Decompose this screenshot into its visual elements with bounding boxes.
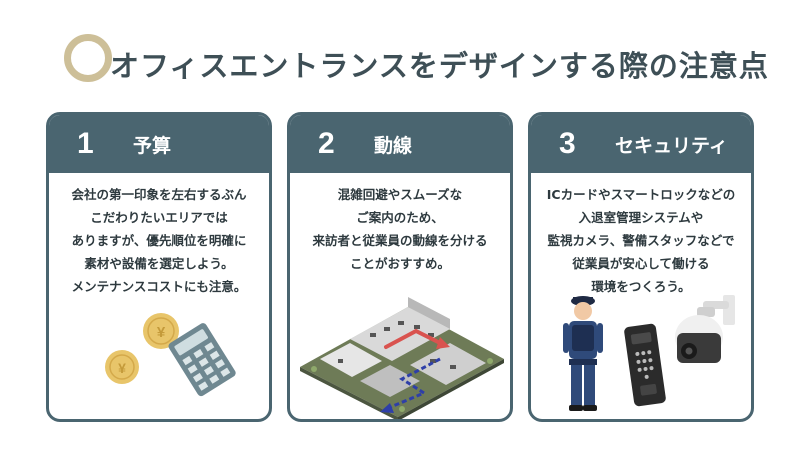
card-text-line: 混雑回避やスムーズな xyxy=(337,187,463,202)
card-text-line: ありますが、優先順位を明確に xyxy=(71,233,247,248)
card-header: 1 予算 xyxy=(49,115,269,173)
card-text-line: ことがおすすめ。 xyxy=(349,256,450,271)
card-number: 3 xyxy=(559,127,576,160)
card-text-line: 会社の第一印象を左右するぶん xyxy=(71,187,247,202)
card-text: ICカードやスマートロックなどの 入退室管理システムや 監視カメラ、警備スタッフ… xyxy=(531,173,751,298)
office-floor-plan-illustration xyxy=(300,297,504,419)
visitor-flow-arrow xyxy=(384,328,442,349)
card-flow: 2 動線 混雑回避やスムーズな ご案内のため、 来訪者と従業員の動線を分ける こ… xyxy=(287,112,513,422)
calculator-icon xyxy=(168,323,236,397)
card-security: 3 セキュリティ ICカードやスマートロックなどの 入退室管理システムや 監視カ… xyxy=(528,112,754,422)
security-guard-icon xyxy=(563,296,603,411)
page-title: オフィスエントランスをデザインする際の注意点 xyxy=(110,49,769,83)
card-text-line: 従業員が安心して働ける xyxy=(572,256,710,271)
card-text-line: 入退室管理システムや xyxy=(578,210,704,225)
card-text-line: 来訪者と従業員の動線を分ける xyxy=(312,233,488,248)
employee-flow-arrow xyxy=(385,357,441,411)
card-number: 2 xyxy=(318,127,335,160)
keypad-lock-icon xyxy=(624,323,666,407)
card-text-line: ご案内のため、 xyxy=(356,210,444,225)
floor-plan-base xyxy=(300,307,504,417)
card-text-line: ICカードやスマートロックなどの xyxy=(546,187,736,202)
card-text-line: こだわりたいエリアでは xyxy=(90,210,228,225)
card-text-line: 素材や設備を選定しよう。 xyxy=(84,256,234,271)
card-text-line: 監視カメラ、警備スタッフなどで xyxy=(547,233,735,248)
card-header: 3 セキュリティ xyxy=(531,115,751,173)
card-title: 予算 xyxy=(133,134,172,157)
card-text: 会社の第一印象を左右するぶん こだわりたいエリアでは ありますが、優先順位を明確… xyxy=(49,173,269,298)
coins-calculator-illustration: ¥ ¥ xyxy=(105,313,236,397)
security-camera-icon xyxy=(675,295,735,363)
title-ring-decoration xyxy=(64,34,112,82)
card-budget: 1 予算 会社の第一印象を左右するぶん こだわりたいエリアでは ありますが、優先… xyxy=(46,112,272,422)
card-text: 混雑回避やスムーズな ご案内のため、 来訪者と従業員の動線を分ける ことがおすす… xyxy=(290,173,510,275)
card-text-line: 環境をつくろう。 xyxy=(591,279,691,294)
coin-icon: ¥ xyxy=(143,313,179,349)
card-header: 2 動線 xyxy=(290,115,510,173)
security-illustration xyxy=(563,295,735,411)
coin-symbol: ¥ xyxy=(157,324,166,341)
card-title: セキュリティ xyxy=(615,134,728,157)
card-number: 1 xyxy=(77,127,94,160)
coin-symbol: ¥ xyxy=(118,360,126,376)
coin-icon: ¥ xyxy=(105,350,139,384)
card-text-line: メンテナンスコストにも注意。 xyxy=(71,279,247,294)
card-title: 動線 xyxy=(374,134,413,157)
